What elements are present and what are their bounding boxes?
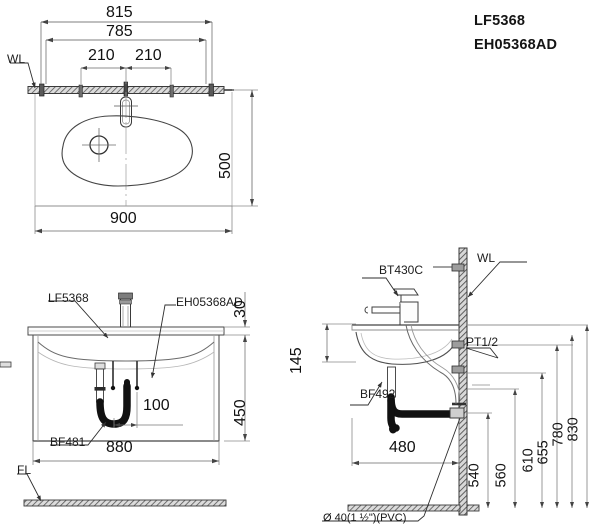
side-leader-pt12	[465, 347, 499, 359]
front-dim-100	[113, 392, 183, 428]
side-dim-830-label: 830	[565, 417, 582, 442]
front-dim-450	[224, 335, 250, 442]
plan-drain-marker	[82, 128, 116, 162]
side-dim-655-label: 655	[535, 440, 552, 465]
plan-dim-815-label: 815	[106, 4, 133, 21]
plan-dim-900-label: 900	[110, 210, 137, 227]
model-number-secondary: EH05368AD	[474, 37, 558, 53]
plan-wl-label: WL	[7, 52, 25, 66]
front-leader-eh05368ad	[150, 304, 176, 379]
front-cabinet-body	[32, 335, 220, 442]
plan-basin-bowl	[61, 115, 193, 187]
front-drain-tailpiece	[94, 362, 106, 403]
side-supply-valves	[433, 263, 465, 374]
front-leader-bf481	[50, 421, 107, 446]
side-dim-480-label: 480	[389, 439, 416, 456]
plan-dim-210-right-label: 210	[135, 47, 162, 64]
model-number-primary: LF5368	[474, 13, 526, 29]
side-floor-slab	[347, 504, 480, 512]
plan-dim-900	[34, 206, 233, 234]
plan-dim-785-label: 785	[106, 23, 133, 40]
front-dim-450-label: 450	[232, 399, 249, 426]
front-floor-slab	[23, 499, 227, 507]
front-label-fl: FL	[17, 463, 32, 477]
side-dim-145-label: 145	[288, 347, 305, 374]
side-dim-610-label: 610	[520, 448, 537, 473]
front-dim-100-label: 100	[143, 397, 170, 414]
plan-counter-outline	[34, 92, 233, 207]
side-dim-540-label: 540	[466, 463, 483, 488]
front-counter-slab	[27, 326, 225, 336]
plan-dim-500-label: 500	[217, 152, 234, 179]
side-label-waste-pipe: Ø 40(1 ½")(PVC)	[323, 512, 407, 524]
side-height-dims	[467, 324, 589, 508]
side-trap-bf492	[387, 393, 456, 434]
front-fl-leader	[17, 473, 42, 502]
front-leader-lf5368	[48, 300, 109, 339]
plan-dim-785	[45, 37, 207, 84]
plan-dim-210-pair	[80, 66, 172, 84]
side-label-bf492: BF492	[360, 387, 396, 401]
plan-wall-fixings	[39, 81, 214, 98]
side-basin-profile	[351, 324, 459, 365]
side-label-wl: WL	[477, 251, 495, 265]
side-dim-480	[351, 418, 460, 466]
front-basin-underside	[37, 341, 215, 370]
side-dim-560-label: 560	[493, 463, 510, 488]
side-leader-bt430c	[362, 277, 399, 297]
front-supply-risers	[110, 361, 140, 391]
front-label-bf481: BF481	[50, 435, 86, 449]
side-drain-tailpiece	[0, 361, 396, 398]
side-dim-780-label: 780	[550, 422, 567, 447]
side-wall	[458, 247, 468, 516]
plan-dim-815	[40, 19, 213, 84]
plan-dim-210-left-label: 210	[88, 47, 115, 64]
plan-dim-500	[232, 89, 258, 207]
front-dim-880-label: 880	[106, 439, 133, 456]
plan-wl-leader	[10, 62, 36, 89]
front-label-lf5368: LF5368	[48, 291, 89, 305]
side-leader-pvc	[322, 417, 461, 522]
side-waste-connection	[449, 402, 466, 419]
side-faucet-bt430c	[364, 288, 461, 405]
side-label-pt12: PT1/2	[466, 335, 499, 349]
side-label-bt430c: BT430C	[379, 263, 424, 277]
side-leader-wl	[467, 261, 527, 298]
front-label-eh05368ad: EH05368AD	[176, 295, 243, 309]
front-dim-880	[32, 441, 220, 465]
front-dim-30-label: 30	[232, 300, 249, 318]
side-leader-bf492	[350, 381, 383, 406]
side-dim-145	[322, 323, 356, 363]
front-dim-30	[224, 292, 250, 336]
plan-faucet	[114, 92, 138, 206]
front-faucet	[118, 292, 133, 328]
plan-wall-band	[27, 86, 234, 94]
